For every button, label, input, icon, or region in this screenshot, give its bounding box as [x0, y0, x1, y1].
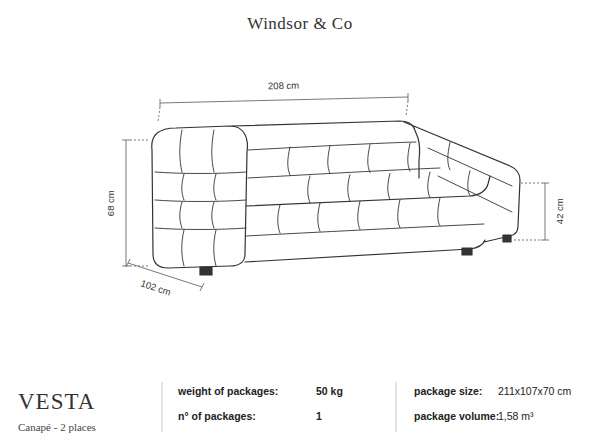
back-seam [248, 168, 440, 178]
dimension-line [122, 140, 130, 266]
spec-label: weight of packages: [178, 386, 278, 398]
seat-edge [246, 176, 490, 206]
tuft-line [180, 202, 182, 228]
tuft-line [428, 172, 430, 198]
tuft-line [212, 202, 214, 228]
spec-label: n° of packages: [178, 411, 256, 423]
dimension-line [160, 93, 408, 107]
tuft-line [448, 142, 450, 170]
leg [503, 235, 511, 242]
tuft-line [182, 174, 184, 200]
tuft-line [214, 174, 216, 200]
seat-bottom [245, 240, 485, 262]
extension-line [130, 140, 150, 266]
separator [162, 382, 396, 432]
left-arm [152, 126, 248, 268]
tuft-line [438, 198, 440, 226]
tuft-line [368, 145, 370, 173]
spec-value: 50 kg [316, 386, 343, 398]
tuft-line [398, 200, 400, 228]
dimension-line [541, 183, 549, 240]
tuft-line [358, 201, 360, 229]
spec-label: package size: [414, 386, 482, 398]
tuft-line [348, 175, 350, 202]
tuft-line [468, 171, 470, 196]
tuft-line [214, 230, 216, 266]
dimension-label: 102 cm [138, 278, 175, 299]
brand-title: Windsor & Co [247, 15, 352, 34]
back-corner [414, 128, 420, 178]
back-seam [248, 142, 416, 150]
tuft-line [212, 130, 214, 172]
tuft-line [180, 130, 182, 172]
spec-value: 1,58 m³ [498, 411, 534, 423]
back-top [232, 121, 414, 128]
tuft-line [278, 205, 280, 233]
dimension-label: 42 cm [555, 196, 565, 226]
product-name: VESTA [18, 389, 95, 414]
extension-line [158, 101, 408, 122]
tuft-line [182, 230, 184, 266]
tuft-line [288, 147, 290, 175]
tuft-line [308, 176, 310, 203]
spec-value: 1 [316, 411, 322, 423]
dimension-label: 208 cm [266, 80, 301, 91]
tuft-line [328, 146, 330, 174]
tuft-line [388, 173, 390, 199]
spec-label: package volume: [414, 411, 499, 423]
seat-front-seam [246, 224, 484, 236]
right-arm-seam [428, 148, 512, 212]
tuft-line [408, 143, 410, 171]
extension-line [514, 183, 541, 240]
leg [200, 267, 212, 275]
right-arm [404, 122, 520, 242]
product-type: Canapé - 2 places [18, 421, 96, 433]
tufting [180, 130, 470, 266]
arm-seam [155, 172, 246, 230]
tuft-line [318, 203, 320, 231]
leg [462, 248, 472, 255]
spec-value: 211x107x70 cm [498, 386, 571, 398]
dimension-label: 68 cm [106, 188, 116, 218]
